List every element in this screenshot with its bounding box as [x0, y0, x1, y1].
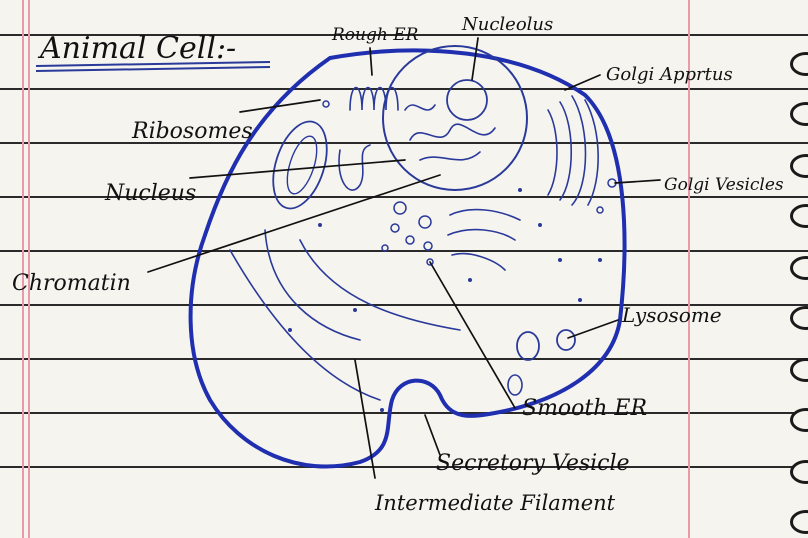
label-lysosome: Lysosome [621, 303, 722, 327]
golgi-apparatus-shape [548, 96, 598, 205]
label-nucleolus: Nucleolus [461, 14, 553, 35]
arrow-smooth-er [430, 262, 515, 408]
page-title: Animal Cell:- [37, 31, 236, 66]
arrow-golgi-apparatus [565, 75, 600, 90]
lysosome-shape [557, 330, 575, 350]
label-nucleus: Nucleus [104, 181, 196, 206]
vesicle-cluster [382, 202, 433, 265]
filament-shape [230, 230, 460, 400]
label-chromatin: Chromatin [12, 271, 131, 296]
smooth-er-shape [448, 210, 520, 270]
lysosome-shape [517, 332, 539, 360]
label-golgi-apparatus: Golgi Apprtus [606, 64, 733, 85]
nucleolus-shape [447, 80, 487, 120]
golgi-vesicle-shape [597, 207, 603, 213]
label-secretory-vesicle: Secretory Vesicle [436, 451, 630, 476]
arrow-lysosome [568, 320, 618, 338]
er-lobe-shape [263, 115, 336, 215]
arrow-nucleus [190, 160, 405, 178]
ribosome-dots [288, 188, 602, 412]
arrow-secretory-vesicle [425, 415, 440, 455]
label-ribosomes: Ribosomes [131, 119, 253, 144]
label-golgi-vesicles: Golgi Vesicles [664, 175, 784, 195]
ribosome-dot [323, 101, 329, 107]
er-lobe-shape [339, 145, 370, 190]
rough-er-shape [350, 88, 398, 111]
label-rough-er: Rough ER [331, 25, 419, 45]
title-underline [36, 67, 270, 71]
lysosome-shape [508, 375, 522, 395]
nucleus-shape [383, 46, 527, 190]
label-intermediate-filament: Intermediate Filament [374, 491, 616, 515]
arrow-nucleolus [472, 38, 478, 80]
label-smooth-er: Smooth ER [522, 396, 647, 421]
